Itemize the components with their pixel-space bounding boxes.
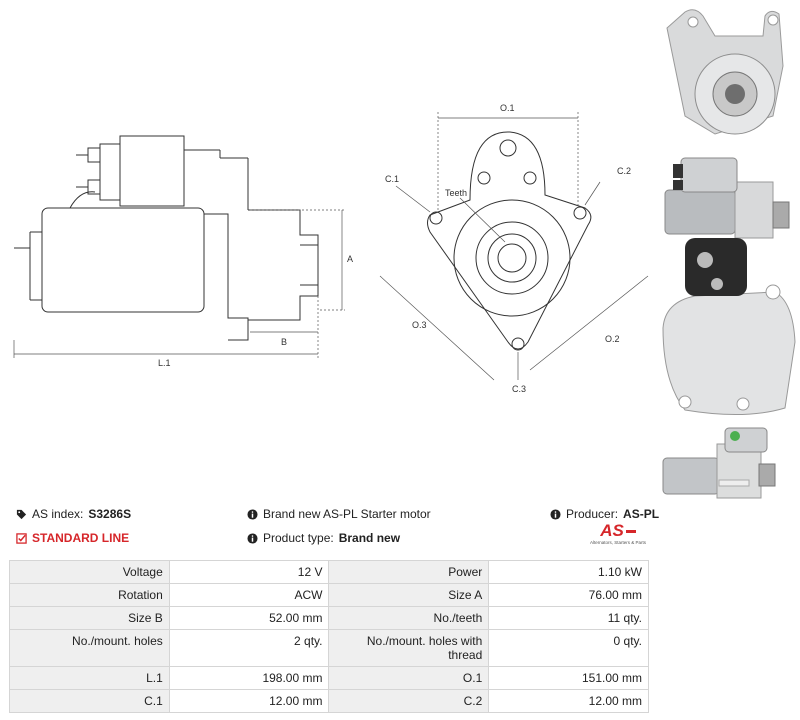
spec-label: Size B	[9, 606, 170, 630]
standard-line-text: STANDARD LINE	[32, 531, 130, 545]
spec-value: 0 qty.	[488, 629, 649, 667]
front-view-drawing	[427, 131, 592, 351]
spec-label: Size A	[328, 583, 490, 607]
product-photo-angled	[662, 427, 776, 499]
info-icon	[247, 532, 258, 544]
dimension-label-c1: C.1	[385, 174, 399, 184]
spec-label: No./teeth	[328, 606, 490, 630]
technical-drawings: A B L.1 O.1 C.1 C.2 Teeth O.3 O.2 C.3	[13, 103, 649, 394]
spec-value: 52.00 mm	[168, 606, 330, 630]
side-view-dimensions	[13, 209, 345, 358]
tag-icon	[16, 509, 27, 519]
spec-label: Power	[328, 560, 490, 584]
info-icon	[247, 508, 258, 520]
as-index: AS index: S3286S	[16, 507, 131, 521]
spec-label: O.1	[328, 666, 490, 690]
side-view-drawing	[14, 135, 319, 341]
spec-value: ACW	[168, 583, 330, 607]
product-type-value: Brand new	[338, 531, 401, 545]
dimension-label-l1: L.1	[158, 358, 171, 368]
product-type: Product type: Brand new	[247, 531, 400, 545]
table-row: No./mount. holes 2 qty. No./mount. holes…	[9, 629, 649, 667]
product-info: AS index: S3286S Brand new AS-PL Starter…	[0, 500, 800, 558]
description-text: Brand new AS-PL Starter motor	[263, 507, 431, 521]
spec-label: C.1	[9, 689, 170, 713]
as-pl-logo: AS Alternators, Starters & Parts	[588, 522, 648, 552]
table-row: Size B 52.00 mm No./teeth 11 qty.	[9, 606, 649, 630]
table-row: Rotation ACW Size A 76.00 mm	[9, 583, 649, 607]
dimension-label-o2: O.2	[605, 334, 620, 344]
table-row: Voltage 12 V Power 1.10 kW	[9, 560, 649, 584]
spec-value: 12.00 mm	[488, 689, 649, 713]
producer-label: Producer:	[566, 507, 619, 521]
spec-value: 1.10 kW	[488, 560, 649, 584]
logo-tagline: Alternators, Starters & Parts	[589, 540, 647, 545]
dimension-label-o1: O.1	[500, 103, 515, 113]
dimension-label-b: B	[281, 337, 287, 347]
spec-value: 11 qty.	[488, 606, 649, 630]
spec-label: Rotation	[9, 583, 170, 607]
dimension-label-o3: O.3	[412, 320, 427, 330]
front-view-dimensions	[379, 112, 649, 381]
product-photo-side	[664, 157, 790, 239]
spec-label: C.2	[328, 689, 490, 713]
standard-line: STANDARD LINE	[16, 531, 129, 545]
product-photo-front	[666, 9, 784, 135]
as-index-value: S3286S	[88, 507, 132, 521]
table-row: L.1 198.00 mm O.1 151.00 mm	[9, 666, 649, 690]
logo-text: AS	[600, 521, 624, 540]
spec-label: No./mount. holes with thread	[328, 629, 490, 667]
spec-label: L.1	[9, 666, 170, 690]
product-photo-rear	[662, 238, 796, 416]
spec-value: 12.00 mm	[168, 689, 330, 713]
info-icon	[550, 508, 561, 520]
teeth-label: Teeth	[445, 188, 467, 198]
product-description: Brand new AS-PL Starter motor	[247, 507, 431, 521]
as-index-label: AS index:	[32, 507, 84, 521]
dimension-label-c3: C.3	[512, 384, 526, 394]
spec-label: No./mount. holes	[9, 629, 170, 667]
spec-label: Voltage	[9, 560, 170, 584]
checkbox-checked-icon	[16, 532, 27, 544]
dimension-label-c2: C.2	[617, 166, 631, 176]
producer: Producer: AS-PL	[550, 507, 659, 521]
spec-value: 76.00 mm	[488, 583, 649, 607]
spec-value: 12 V	[168, 560, 330, 584]
table-row: C.1 12.00 mm C.2 12.00 mm	[9, 689, 649, 713]
spec-value: 2 qty.	[168, 629, 330, 667]
specs-table: Voltage 12 V Power 1.10 kW Rotation ACW …	[9, 560, 649, 713]
dimension-label-a: A	[347, 254, 353, 264]
product-type-label: Product type:	[263, 531, 334, 545]
spec-value: 198.00 mm	[168, 666, 330, 690]
producer-value: AS-PL	[623, 507, 660, 521]
spec-value: 151.00 mm	[488, 666, 649, 690]
